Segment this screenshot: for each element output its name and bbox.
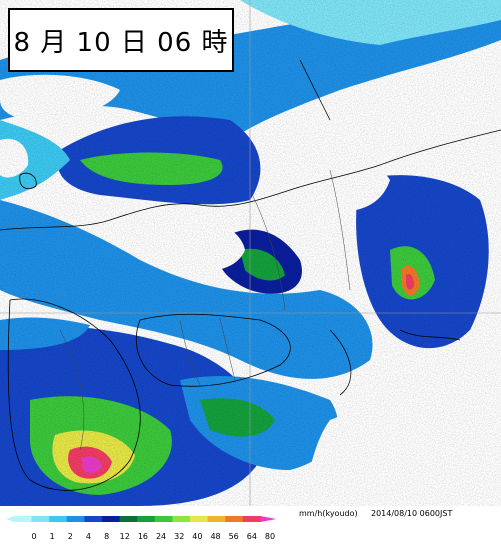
coastline-ise-bay bbox=[399, 329, 461, 341]
legend-swatch bbox=[207, 516, 226, 522]
coastline-shikoku bbox=[135, 313, 291, 387]
radar-map: 8 月 10 日 06 時 bbox=[0, 0, 501, 506]
legend-swatch bbox=[137, 516, 156, 522]
legend-swatch bbox=[190, 516, 209, 522]
coastline-kyushu bbox=[7, 298, 141, 491]
legend-tick-label: 80 bbox=[264, 532, 276, 541]
legend-tick-label: 1 bbox=[49, 532, 55, 541]
legend-tick-label: 24 bbox=[155, 532, 167, 541]
legend-tick-label: 40 bbox=[192, 532, 203, 541]
legend-swatch bbox=[14, 516, 33, 522]
legend-swatch bbox=[31, 516, 50, 522]
lat-lon-grid bbox=[0, 0, 501, 506]
legend-tick-label: 16 bbox=[137, 532, 149, 541]
radar-echo-layer bbox=[0, 0, 501, 506]
coastlines bbox=[0, 59, 501, 491]
timestamp-label: 8 月 10 日 06 時 bbox=[13, 27, 229, 58]
timestamp-label-box: 8 月 10 日 06 時 bbox=[8, 8, 234, 72]
legend-tick-label: 12 bbox=[119, 532, 130, 541]
coastline-noto bbox=[299, 59, 331, 121]
legend-arrow-right bbox=[260, 516, 277, 522]
legend-tick-label: 0 bbox=[31, 532, 37, 541]
legend-swatch bbox=[119, 516, 138, 522]
legend-tick-label: 2 bbox=[67, 532, 73, 541]
legend-swatch bbox=[49, 516, 68, 522]
prefecture-borders bbox=[59, 169, 351, 451]
legend-swatch bbox=[154, 516, 173, 522]
coastline-honshu-west bbox=[0, 129, 501, 231]
legend-tick-label: 64 bbox=[246, 532, 257, 541]
legend-swatch bbox=[84, 516, 103, 522]
legend-tick-label: 48 bbox=[210, 532, 221, 541]
legend-swatch bbox=[225, 516, 244, 522]
legend-colorbar bbox=[6, 516, 277, 522]
precipitation-legend bbox=[0, 506, 501, 551]
legend-swatch bbox=[102, 516, 121, 522]
coastline-kii bbox=[329, 329, 352, 396]
legend-swatch bbox=[66, 516, 85, 522]
legend-arrow-left bbox=[6, 516, 14, 522]
legend-tick-label: 4 bbox=[85, 532, 91, 541]
legend-tick-label: 56 bbox=[228, 532, 239, 541]
coastline-island-north bbox=[19, 172, 37, 190]
legend-swatch bbox=[242, 516, 261, 522]
legend-swatch bbox=[172, 516, 191, 522]
legend-tick-label: 32 bbox=[174, 532, 185, 541]
legend-unit-label: mm/h(kyoudo) bbox=[299, 509, 358, 518]
legend-timestamp: 2014/08/10 0600JST bbox=[371, 509, 453, 518]
rain-echo-bands bbox=[0, 0, 501, 506]
legend-tick-label: 8 bbox=[104, 532, 110, 541]
